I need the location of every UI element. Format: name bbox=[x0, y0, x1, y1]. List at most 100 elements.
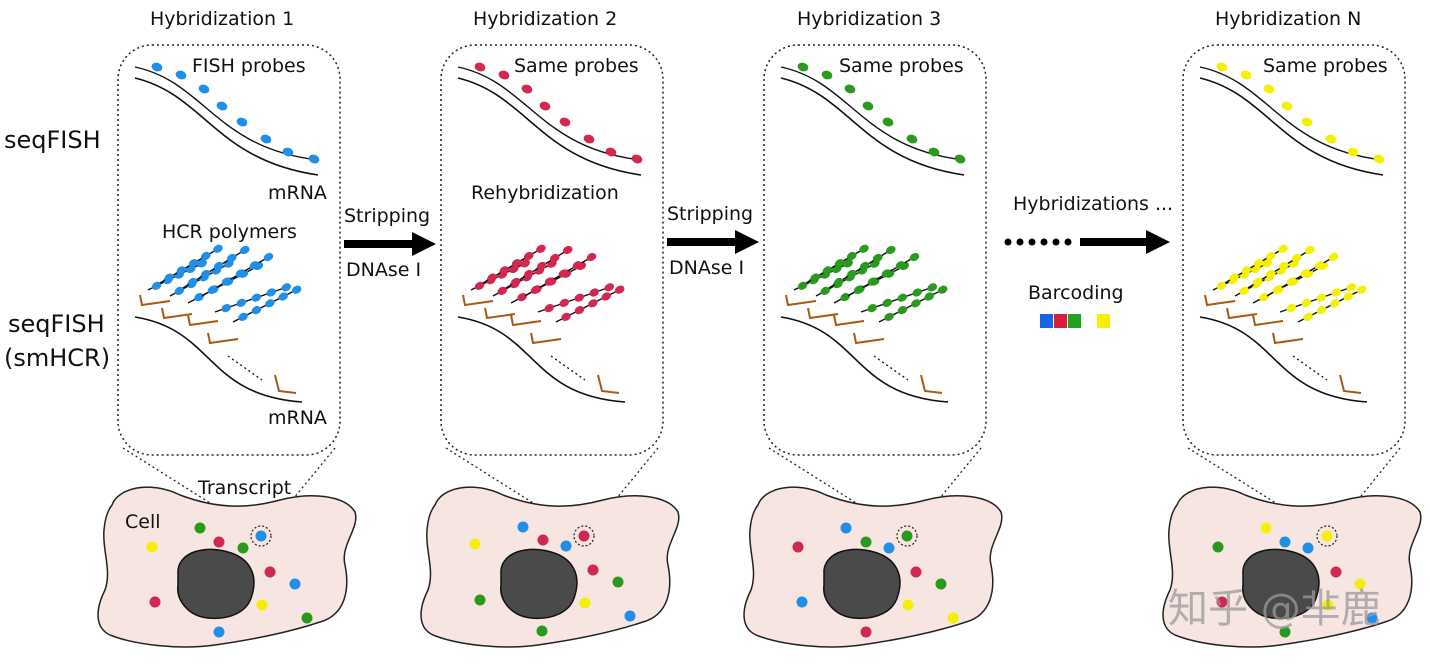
hcr-amplifier-dot bbox=[174, 286, 185, 295]
probe-strand bbox=[1199, 66, 1384, 161]
transcript-dot bbox=[264, 566, 276, 578]
hcr-amplifier-dot bbox=[207, 285, 218, 294]
probe-dot bbox=[1263, 84, 1275, 94]
panel-3-contents bbox=[780, 62, 966, 403]
hcr-amplifier-dot bbox=[1286, 304, 1297, 313]
panel-title-2: Hybridization 2 bbox=[473, 8, 617, 30]
hcr-amplifier-dot bbox=[530, 285, 541, 294]
nucleus bbox=[500, 548, 578, 620]
transcript-dot bbox=[149, 596, 161, 608]
hcr-initiator bbox=[484, 307, 516, 320]
transcript-dot bbox=[1354, 578, 1366, 590]
cell-shape-group bbox=[97, 486, 357, 648]
strand-dotted-gap bbox=[227, 355, 263, 381]
probe-dot bbox=[862, 101, 874, 111]
transcript-dot bbox=[1322, 599, 1334, 611]
probe-dot bbox=[498, 70, 510, 80]
hcr-amplifier-dot bbox=[523, 251, 534, 261]
hcr-amplifier-dot bbox=[882, 298, 893, 307]
cell-1 bbox=[97, 486, 357, 648]
transcript-dot bbox=[536, 625, 548, 637]
hcr-amplifier-dot bbox=[1330, 299, 1340, 308]
transcript-dot bbox=[1212, 541, 1224, 553]
transcript-dot bbox=[289, 578, 301, 590]
probe-dot bbox=[559, 117, 571, 127]
probe-dot bbox=[521, 84, 533, 94]
hcr-amplifier-dot bbox=[265, 299, 275, 308]
cell-3 bbox=[743, 486, 1003, 648]
hcr-amplifier-dot bbox=[238, 312, 248, 321]
hcr-amplifier-dot bbox=[1216, 281, 1227, 290]
hcr-amplifier-dot bbox=[281, 283, 292, 292]
hcr-amplifier-dot bbox=[221, 304, 232, 313]
hcr-amplifier-dot bbox=[586, 252, 597, 262]
mrna-strand-lower bbox=[457, 316, 626, 403]
hcr-amplifier-dot bbox=[1239, 286, 1250, 295]
probe-dot bbox=[539, 101, 551, 111]
hcr-amplifier-dot bbox=[188, 259, 199, 268]
strand-dotted-gap bbox=[550, 355, 586, 381]
hcr-amplifier-dot bbox=[1346, 283, 1357, 292]
transcript-dot bbox=[624, 610, 636, 622]
probe-dot bbox=[1373, 154, 1385, 164]
mrna-strand bbox=[457, 77, 642, 176]
probe-dot bbox=[928, 147, 940, 157]
probe-dot bbox=[797, 62, 809, 72]
hcr-amplifier-dot bbox=[511, 259, 522, 268]
hcr-amplifier-dot bbox=[1252, 277, 1263, 287]
transcript-dot bbox=[947, 612, 959, 624]
transcript-highlight-ring bbox=[896, 525, 918, 547]
cell-shape-group bbox=[1162, 486, 1422, 648]
transcript-dot bbox=[469, 538, 481, 550]
mrna-label-top: mRNA bbox=[268, 182, 327, 204]
transcript-label: Transcript bbox=[197, 477, 291, 499]
probe-dot bbox=[605, 147, 617, 157]
hcr-amplifier-dot bbox=[544, 277, 555, 286]
hcr-amplifier-dot bbox=[474, 281, 485, 290]
mrna-strand-lower bbox=[780, 316, 949, 403]
transcript-dot bbox=[840, 522, 852, 534]
transcript-dot bbox=[1302, 542, 1314, 554]
hcr-amplifier-dot bbox=[588, 299, 598, 308]
hcr-amplifier-dot bbox=[1316, 293, 1327, 302]
hcr-initiator bbox=[462, 294, 494, 307]
hcr-amplifier-dot bbox=[859, 244, 869, 253]
transcript-dot bbox=[146, 541, 158, 553]
process-arrow-dotted bbox=[1004, 230, 1170, 254]
panel-title-1: Hybridization 1 bbox=[150, 8, 294, 30]
probe-dot bbox=[1347, 147, 1359, 157]
hcr-amplifier-dot bbox=[574, 293, 585, 302]
transcript-dot bbox=[587, 564, 599, 576]
probe-label-2: Same probes bbox=[514, 55, 639, 77]
hcr-amplifier-dot bbox=[1300, 269, 1311, 278]
hcr-initiator bbox=[833, 314, 865, 327]
hybridizations-more-label: Hybridizations ... bbox=[1013, 193, 1173, 215]
hcr-initiator bbox=[853, 332, 885, 345]
probe-dot bbox=[821, 70, 833, 80]
probe-dot bbox=[236, 117, 248, 127]
panel-box-1 bbox=[117, 44, 341, 456]
probe-dot bbox=[954, 154, 966, 164]
hcr-amplifier-dot bbox=[884, 312, 894, 321]
hcr-amplifier-dot bbox=[194, 293, 204, 302]
hcr-amplifier-dot bbox=[536, 244, 546, 253]
hcr-amplifier-dot bbox=[1316, 306, 1327, 315]
hcr-amplifier-dot bbox=[1265, 251, 1276, 261]
probe-dot bbox=[198, 84, 210, 94]
hcr-amplifier-dot bbox=[200, 269, 211, 279]
process-arrow-2 bbox=[667, 230, 759, 254]
hcr-amplifier-dot bbox=[843, 259, 853, 268]
hcr-initiator-free bbox=[1339, 374, 1362, 394]
hcr-amplifier-dot bbox=[164, 273, 174, 282]
barcode bbox=[1040, 314, 1110, 328]
highlighted-transcript-dot bbox=[901, 530, 913, 542]
transcript-dot bbox=[579, 597, 591, 609]
transcript-dot bbox=[517, 521, 529, 533]
hcr-amplifier-dot bbox=[574, 306, 585, 315]
hcr-amplifier-dot bbox=[226, 253, 237, 263]
hcr-amplifier-dot bbox=[520, 259, 530, 268]
hcr-amplifier-dot bbox=[1241, 266, 1252, 275]
hcr-polymers-label: HCR polymers bbox=[162, 221, 297, 243]
probe-dot bbox=[282, 147, 294, 157]
